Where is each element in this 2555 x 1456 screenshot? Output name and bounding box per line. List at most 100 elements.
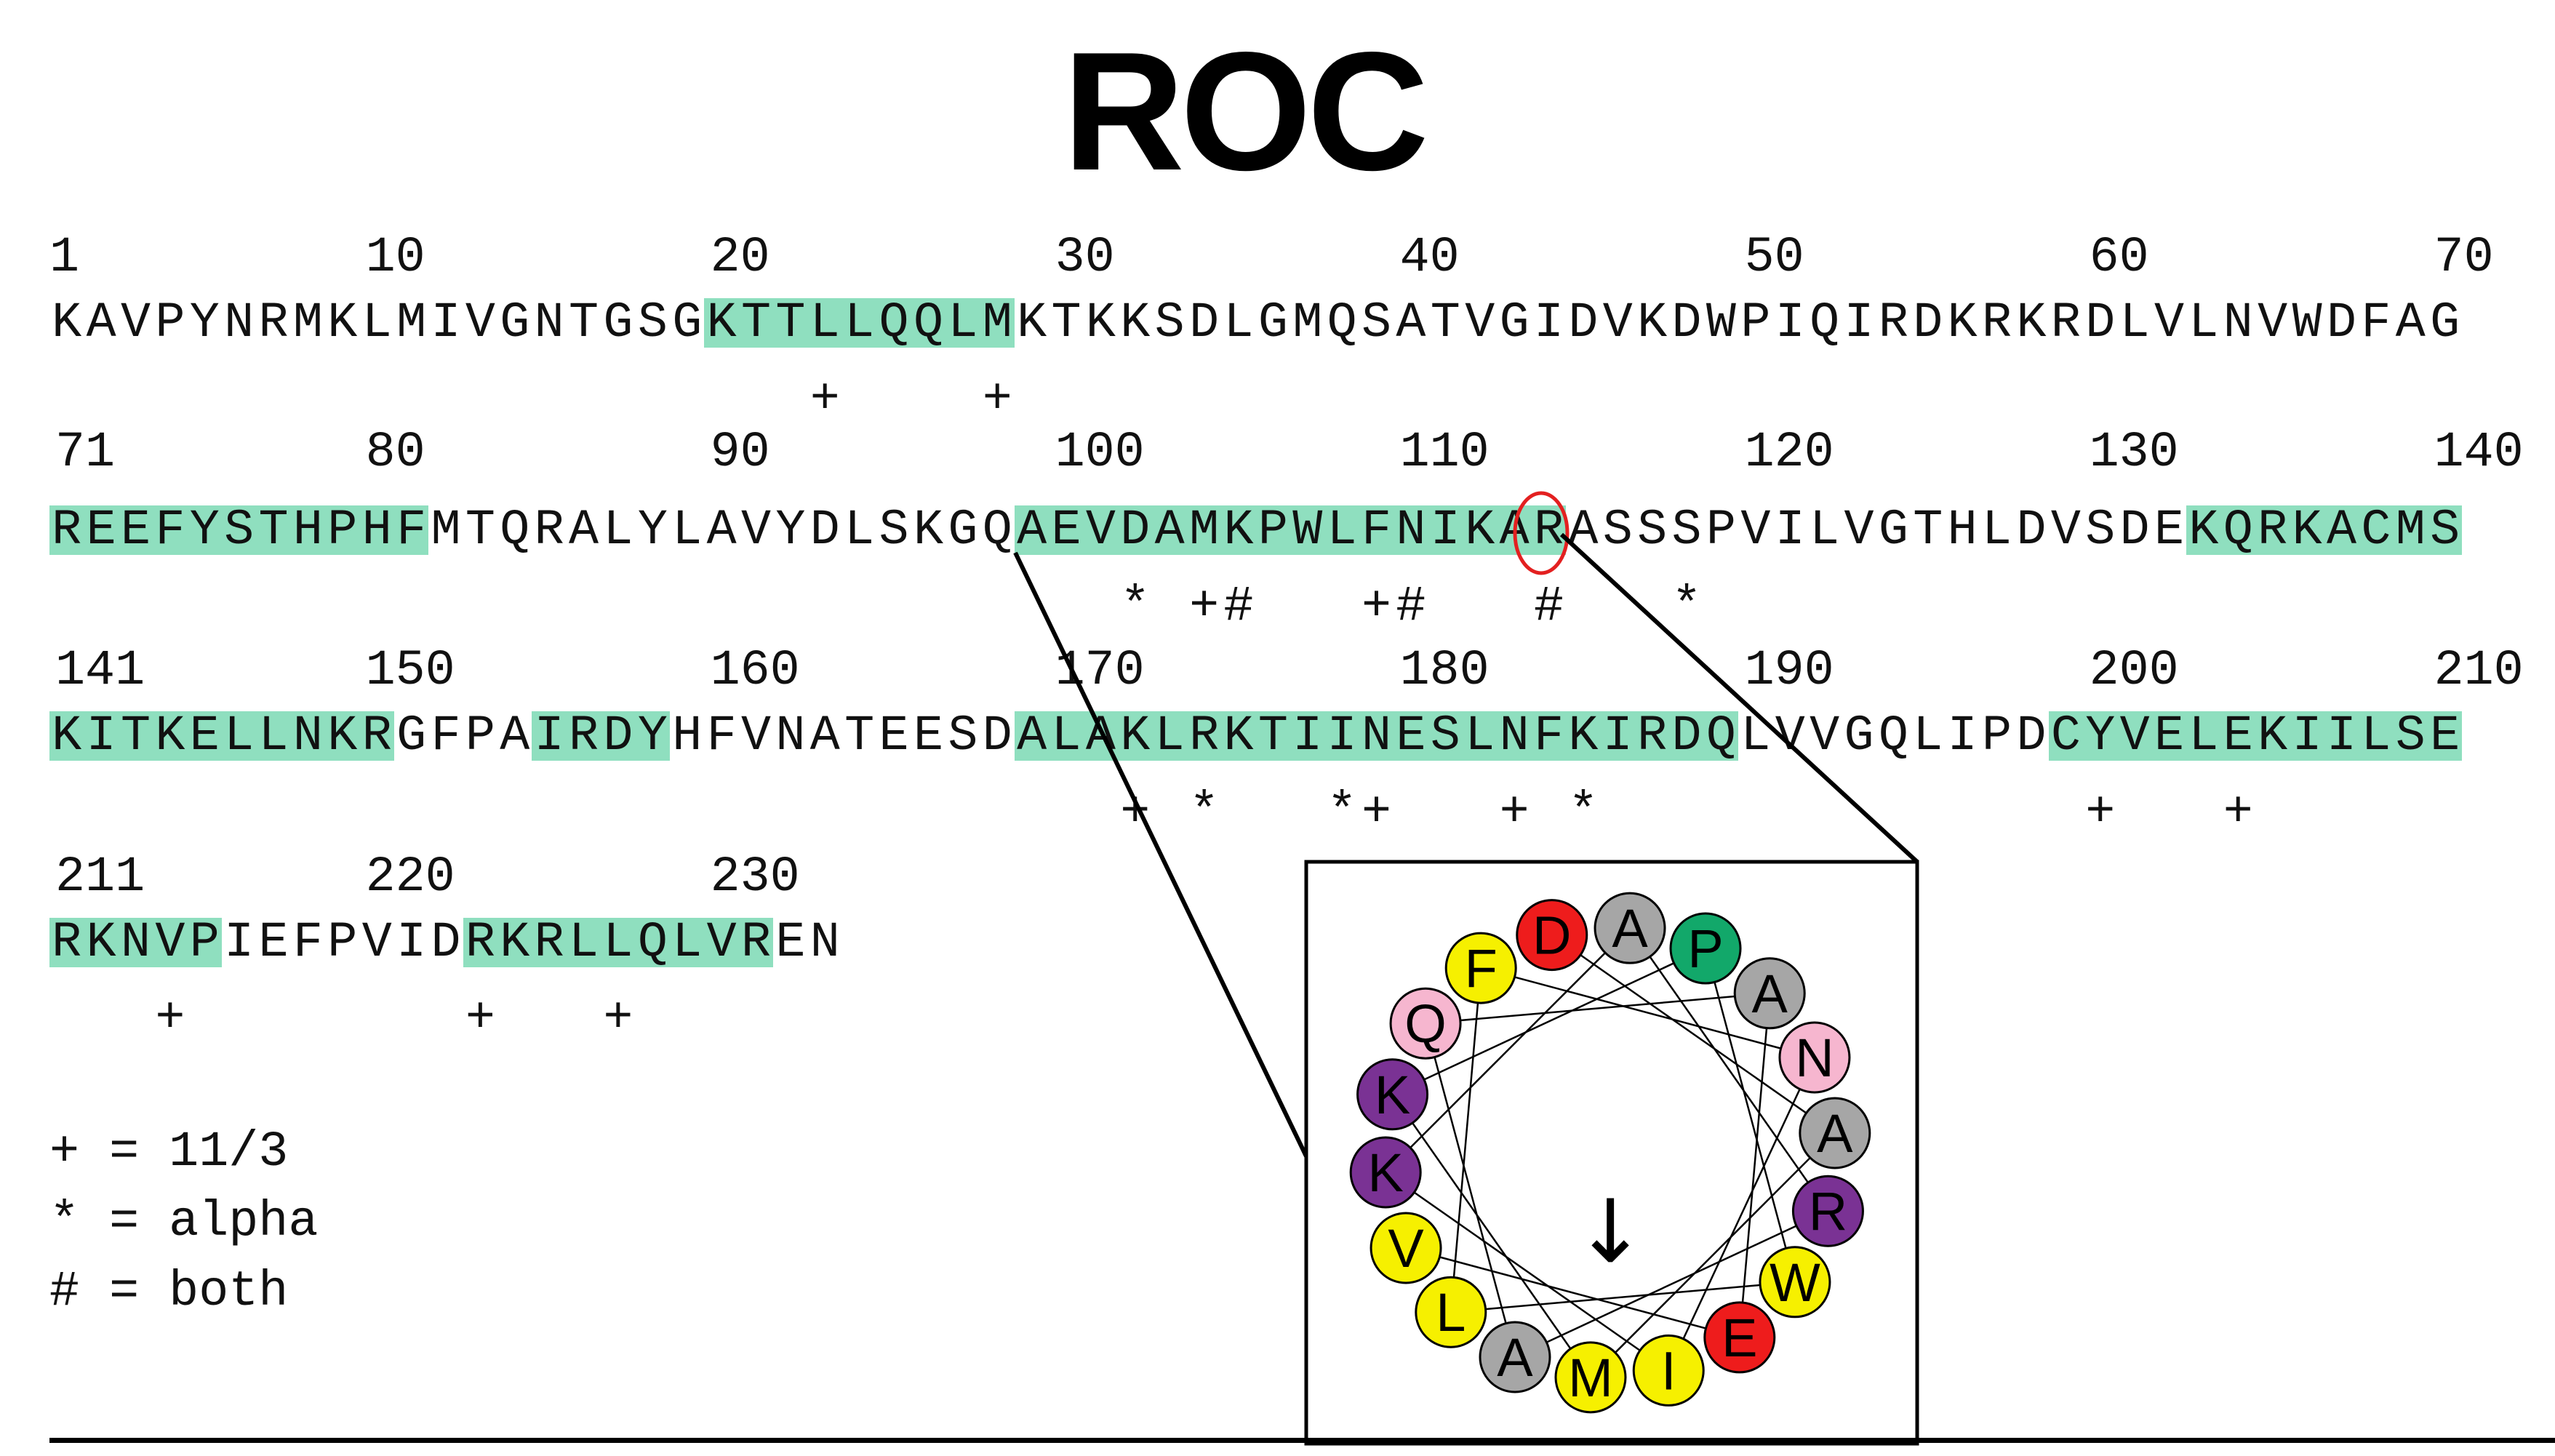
position-number: 150	[365, 642, 455, 699]
highlighted-residue: R	[49, 918, 84, 968]
highlighted-residue: Y	[635, 711, 671, 761]
sequence-row: KAVPYNRMKLMIVGNTGSGKTTLLQQLMKTKKSDLGMQSA…	[49, 298, 2462, 348]
highlighted-residue: A	[1014, 505, 1049, 556]
position-number: 10	[365, 229, 425, 286]
sequence-row: KITKELLNKRGFPAIRDYHFVNATEESDALAKLRKTIINE…	[49, 708, 2463, 764]
highlighted-residue: R	[1186, 711, 1222, 761]
residue: P	[1982, 708, 2012, 764]
wheel-connection	[1450, 967, 1482, 1313]
wheel-connection	[1424, 1023, 1516, 1358]
position-number: 1	[49, 229, 80, 286]
annotation-mark: +	[2085, 784, 2116, 841]
highlighted-residue: T	[256, 505, 291, 556]
wheel-residue-letter: A	[1817, 1103, 1853, 1164]
annotation-mark: *	[1327, 784, 1357, 841]
wheel-residue: I	[1632, 1334, 1705, 1407]
residue: F	[431, 708, 461, 764]
wheel-residue: A	[1479, 1321, 1551, 1393]
highlighted-residue: R	[2255, 505, 2290, 556]
annotation-mark: +	[1362, 578, 1392, 635]
position-number: 110	[1399, 424, 1490, 481]
wheel-residue-circle	[1554, 1341, 1627, 1414]
position-number: 30	[1055, 229, 1115, 286]
highlighted-residue: T	[1255, 711, 1291, 761]
highlighted-residue: N	[290, 711, 326, 761]
wheel-residue: R	[1791, 1175, 1864, 1247]
residue: A	[2395, 295, 2426, 351]
legend-item-hash: # = both	[49, 1263, 289, 1320]
wheel-connection	[1450, 1281, 1796, 1313]
annotation-mark: #	[1396, 578, 1426, 635]
highlighted-residue: E	[118, 505, 153, 556]
residue: W	[1706, 295, 1736, 351]
wheel-connection	[1668, 1057, 1816, 1371]
wheel-connection	[1628, 927, 1829, 1212]
wheel-residue-circle	[1759, 1246, 1831, 1319]
wheel-connection	[1551, 934, 1836, 1135]
annotation-mark-row: + + +	[49, 993, 842, 1044]
residue: D	[1671, 295, 1702, 351]
highlighted-residue: S	[2393, 711, 2428, 761]
residue: N	[224, 295, 255, 351]
highlighted-residue: R	[738, 918, 774, 968]
position-number: 50	[1744, 229, 1804, 286]
residue: S	[1362, 295, 1392, 351]
highlighted-residue: N	[1359, 711, 1394, 761]
highlighted-residue: M	[980, 298, 1015, 348]
residue: P	[1706, 502, 1736, 559]
wheel-residue-letter: R	[1809, 1181, 1847, 1241]
residue: M	[292, 295, 323, 351]
residue: I	[1533, 295, 1564, 351]
residue: D	[2326, 295, 2356, 351]
highlighted-residue: E	[1049, 505, 1084, 556]
highlighted-residue: D	[601, 711, 636, 761]
highlighted-residue: Q	[635, 918, 671, 968]
residue: K	[327, 295, 358, 351]
highlighted-residue: K	[1566, 711, 1601, 761]
highlighted-residue: K	[84, 918, 119, 968]
wheel-residue-letter: A	[1752, 964, 1788, 1024]
highlighted-residue: I	[1428, 505, 1463, 556]
highlighted-residue: V	[153, 918, 188, 968]
residue: A	[809, 708, 840, 764]
residue: H	[672, 708, 703, 764]
highlighted-residue: I	[532, 711, 567, 761]
residue: K	[913, 502, 943, 559]
wheel-residue-letter: A	[1612, 898, 1648, 959]
highlighted-residue: L	[2186, 711, 2221, 761]
highlighted-residue: I	[1600, 711, 1635, 761]
residue: P	[155, 295, 185, 351]
wheel-connection	[1704, 948, 1796, 1283]
highlighted-residue: L	[601, 918, 636, 968]
wheel-residue-circle	[1594, 892, 1666, 964]
wheel-residue: V	[1370, 1212, 1442, 1284]
residue: L	[1740, 708, 1771, 764]
residue: T	[1913, 502, 1943, 559]
residue: I	[1775, 502, 1805, 559]
residue: L	[603, 502, 633, 559]
annotation-mark: +	[1499, 784, 1530, 841]
residue: P	[1740, 295, 1771, 351]
annotation-mark: +	[1189, 578, 1220, 635]
highlighted-residue: L	[807, 298, 842, 348]
highlighted-residue: E	[187, 711, 222, 761]
highlighted-residue: D	[1669, 711, 1704, 761]
circled-residue-marker	[1513, 491, 1570, 575]
highlighted-residue: S	[1428, 711, 1463, 761]
residue: W	[2292, 295, 2322, 351]
residue: V	[465, 295, 495, 351]
wheel-residue: D	[1516, 899, 1588, 972]
annotation-mark-row: + * *+ + * + +	[49, 784, 2462, 841]
position-number: 190	[1744, 642, 1834, 699]
highlighted-residue: R	[1634, 711, 1670, 761]
position-number: 130	[2089, 424, 2179, 481]
residue: S	[879, 502, 909, 559]
highlighted-residue: K	[2255, 711, 2290, 761]
wheel-residue-letter: K	[1368, 1143, 1404, 1203]
highlighted-residue: K	[1221, 711, 1256, 761]
residue: V	[1810, 708, 1840, 764]
position-number: 120	[1744, 424, 1834, 481]
